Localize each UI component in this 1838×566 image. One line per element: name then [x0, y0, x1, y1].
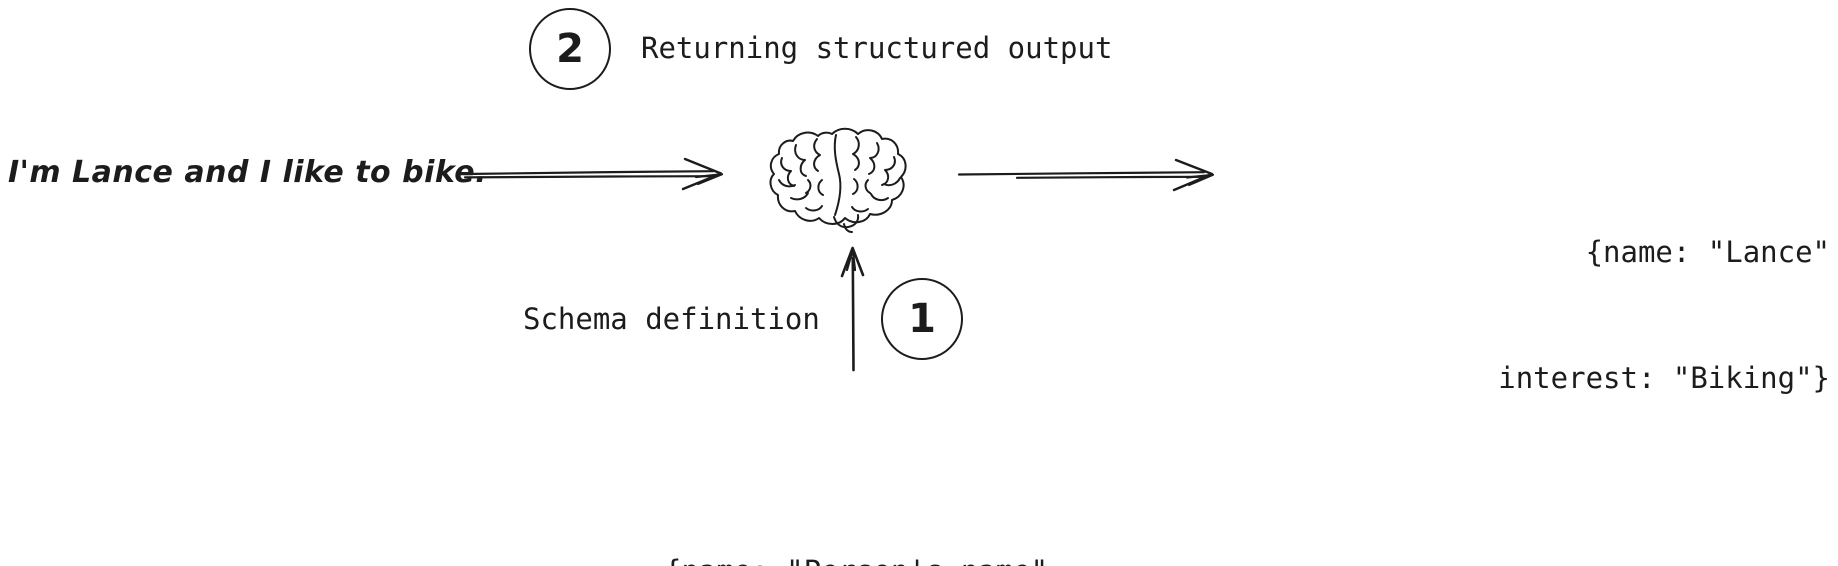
schema-text: {name: "Person's name" interest: "Person… [486, 466, 1226, 566]
output-line-2: interest: "Biking"} [1498, 361, 1830, 395]
arrow-schema-to-model [828, 246, 884, 372]
arrow-input-to-model [463, 150, 733, 200]
output-text: {name: "Lance" interest: "Biking"} [1180, 147, 1830, 483]
step-badge-1: 1 [881, 278, 963, 360]
arrow-model-to-output [957, 150, 1222, 200]
schema-line-1: {name: "Person's name" [486, 550, 1226, 566]
output-line-1: {name: "Lance" [1585, 235, 1830, 269]
step-badge-2-number: 2 [556, 26, 584, 72]
brain-sketch-icon [760, 118, 930, 243]
step-badge-1-number: 1 [908, 296, 936, 342]
input-text: I'm Lance and I like to bike. [8, 155, 487, 190]
step-2-label: Returning structured output [641, 31, 1113, 65]
step-1-label: Schema definition [523, 302, 820, 336]
step-badge-2: 2 [529, 8, 611, 90]
